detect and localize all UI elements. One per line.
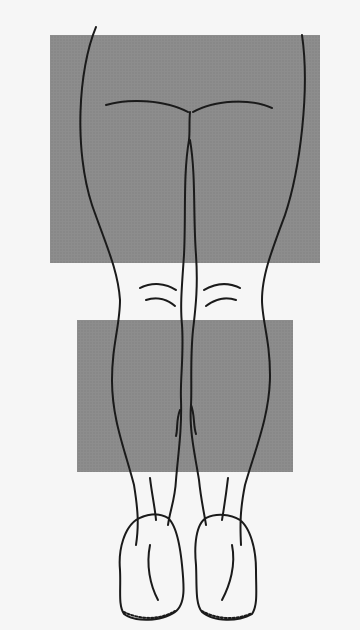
calf-region xyxy=(77,320,293,472)
knee-crease-right-lower xyxy=(206,298,236,306)
knee-crease-left-lower xyxy=(146,298,175,306)
ankle-line-right xyxy=(222,478,228,520)
right-foot xyxy=(195,515,256,620)
knee-crease-left-upper xyxy=(140,284,176,290)
knee-crease-right-upper xyxy=(204,284,240,290)
gluteal-cleft xyxy=(189,112,190,140)
left-foot xyxy=(120,514,184,619)
right-heel-line xyxy=(222,545,233,600)
left-heel-line xyxy=(148,545,158,600)
